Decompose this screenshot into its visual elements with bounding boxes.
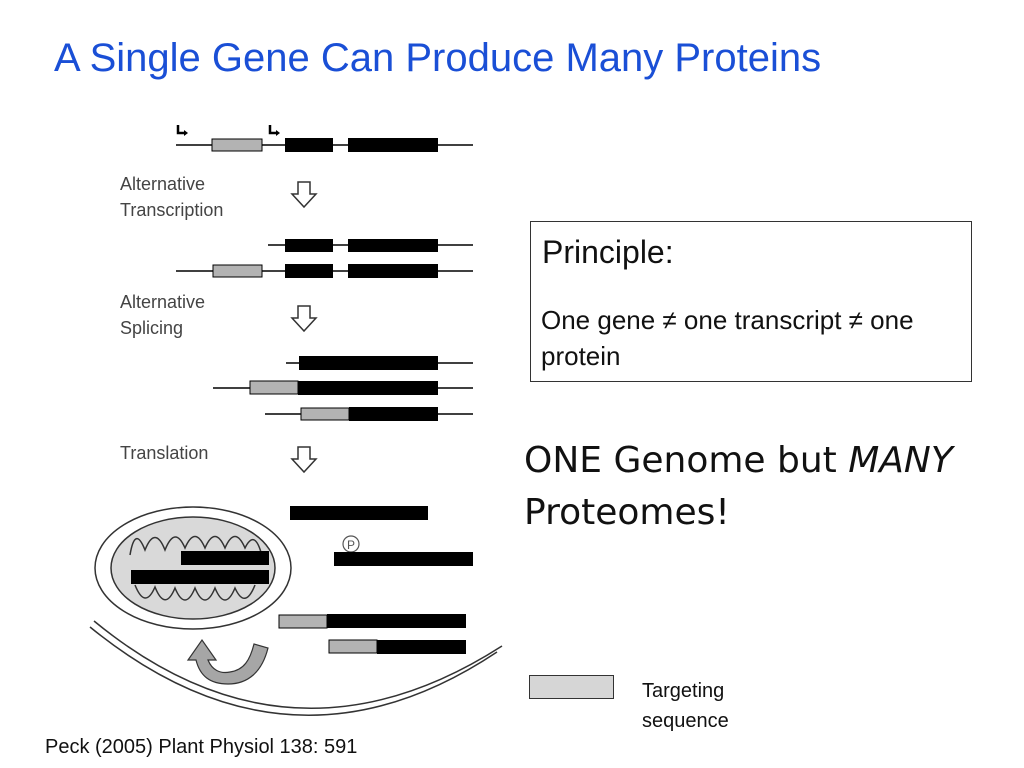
proteins: P: [278, 506, 473, 654]
mitochondrion: [94, 506, 292, 630]
statement-emphasis: MANY: [848, 440, 953, 481]
legend-swatch: [529, 675, 614, 699]
step-label-transcription-2: Transcription: [120, 200, 223, 220]
promoter-arrow-1-icon: [176, 125, 186, 135]
principle-box: Principle: One gene ≠ one transcript ≠ o…: [530, 221, 972, 382]
step-label-splicing-2: Splicing: [120, 318, 183, 338]
statement-line2: Proteomes!: [524, 492, 730, 533]
slide-title: A Single Gene Can Produce Many Proteins: [54, 36, 822, 80]
genome-proteome-statement: ONE Genome but MANY Proteomes!: [524, 435, 1004, 539]
transcripts: [176, 239, 473, 278]
statement-prefix: ONE Genome but: [524, 440, 849, 481]
mrnas: [213, 356, 473, 421]
down-arrow-1-icon: [290, 181, 318, 209]
legend-label: Targeting sequence: [642, 680, 729, 732]
gene-structure: [176, 125, 473, 152]
citation: Peck (2005) Plant Physiol 138: 591: [45, 736, 358, 758]
import-arrow-icon: [186, 638, 269, 685]
down-arrow-3-icon: [290, 446, 318, 474]
step-label-translation: Translation: [120, 443, 208, 463]
step-label-transcription-1: Alternative: [120, 174, 205, 194]
step-label-splicing-1: Alternative: [120, 292, 205, 312]
promoter-arrow-2-icon: [268, 125, 278, 135]
phosphorylation-label: P: [347, 538, 355, 552]
principle-text: One gene ≠ one transcript ≠ one protein: [541, 305, 914, 371]
principle-heading: Principle:: [542, 234, 674, 270]
down-arrow-2-icon: [290, 305, 318, 333]
cell-membrane: [89, 620, 503, 717]
